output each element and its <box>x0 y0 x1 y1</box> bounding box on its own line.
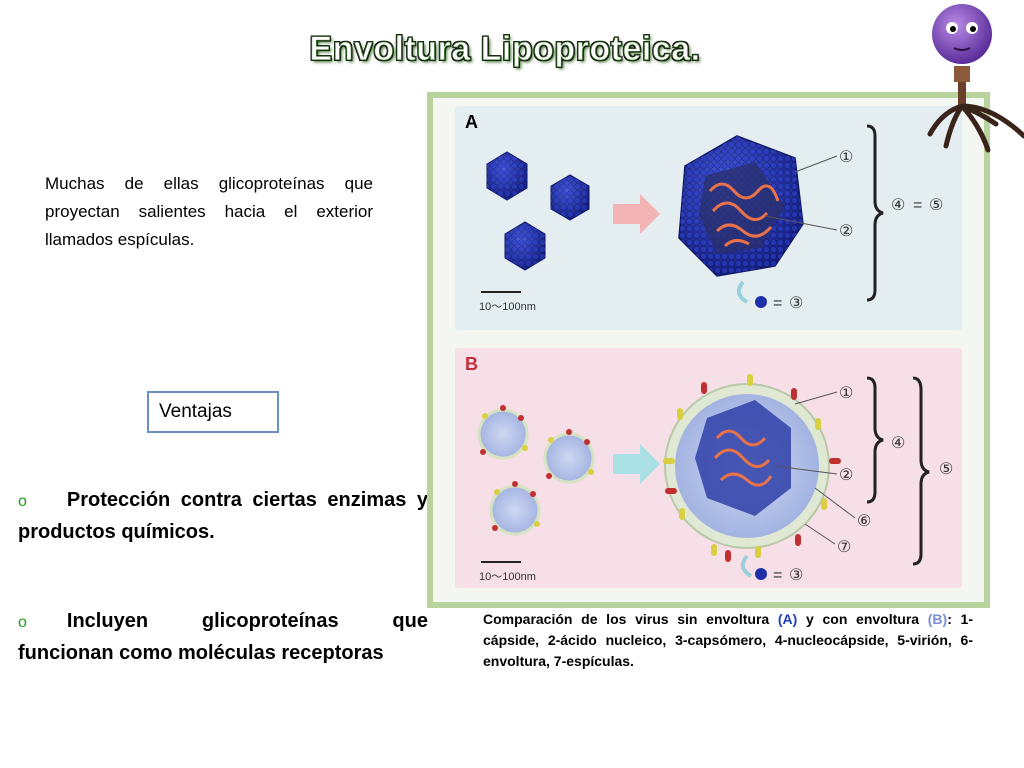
ventajas-box: Ventajas <box>147 391 279 433</box>
large-virion-cutaway <box>663 374 841 562</box>
small-capsid-icon <box>504 221 546 271</box>
brace-icon <box>866 124 884 302</box>
arrow-right-icon <box>613 444 660 484</box>
panel-b-illustration: ① ② ⑥ ⑦ ④ ⑤ = ③ 10～100nm <box>477 374 953 584</box>
callout-5: ⑤ <box>929 197 943 214</box>
small-virion-icon <box>489 481 541 536</box>
callout-3: ③ <box>789 295 803 312</box>
brace-icon <box>912 376 930 566</box>
figure-caption: Comparación de los virus sin envoltura (… <box>483 609 973 672</box>
small-capsid-icon <box>550 174 590 221</box>
callout-4: ④ <box>891 435 905 452</box>
capsomere-icon <box>755 296 767 308</box>
callout-2: ② <box>839 223 853 240</box>
brace-icon <box>866 376 884 504</box>
callout-6: ⑥ <box>857 513 871 530</box>
small-virion-icon <box>543 429 595 484</box>
panel-a-label: A <box>465 112 478 132</box>
bacteriophage-icon <box>927 4 1024 153</box>
bullet-circle-icon: o <box>18 493 27 510</box>
callout-5: ⑤ <box>939 461 953 478</box>
bullet-text: Protección contra ciertas enzimas y prod… <box>18 489 428 543</box>
small-virion-icon <box>477 405 529 460</box>
capsomere-icon <box>755 568 767 580</box>
large-capsid-cutaway <box>678 135 804 277</box>
callout-4: ④ <box>891 197 905 214</box>
arrow-right-icon <box>613 194 660 234</box>
scale-label: 10～100nm <box>479 571 536 583</box>
bullet-text: Incluyen glicoproteínas que funcionan co… <box>18 610 428 664</box>
scale-label: 10～100nm <box>479 301 536 313</box>
caption-text: y con envoltura <box>797 611 928 627</box>
caption-label-a: (A) <box>777 611 798 627</box>
equals-sign: = <box>913 197 922 214</box>
callout-1: ① <box>839 149 853 166</box>
figure-background: A <box>433 98 984 602</box>
equals-sign: = <box>773 295 782 312</box>
caption-text: : 1-cápside, 2-ácido nucleico, 3-capsóme… <box>483 611 974 669</box>
small-capsid-icon <box>486 151 528 201</box>
callout-1: ① <box>839 385 853 402</box>
intro-paragraph: Muchas de ellas glicoproteínas que proye… <box>45 174 373 249</box>
callout-3: ③ <box>789 567 803 584</box>
panel-b: B <box>455 348 962 588</box>
slide-title: Envoltura Lipoproteica. <box>309 30 701 69</box>
callout-2: ② <box>839 467 853 484</box>
ventajas-label: Ventajas <box>159 401 232 422</box>
bullet-circle-icon: o <box>18 614 27 631</box>
panel-b-label: B <box>465 354 478 374</box>
caption-text: Comparación de los virus sin envoltura <box>483 611 778 627</box>
caption-label-b: (B) <box>927 611 948 627</box>
panel-a-illustration: ① ② ④ = ⑤ = ③ 10～100nm <box>479 124 943 313</box>
callout-7: ⑦ <box>837 539 851 556</box>
panel-a: A <box>455 106 962 330</box>
virus-comparison-figure: A <box>427 92 990 608</box>
equals-sign: = <box>773 567 782 584</box>
